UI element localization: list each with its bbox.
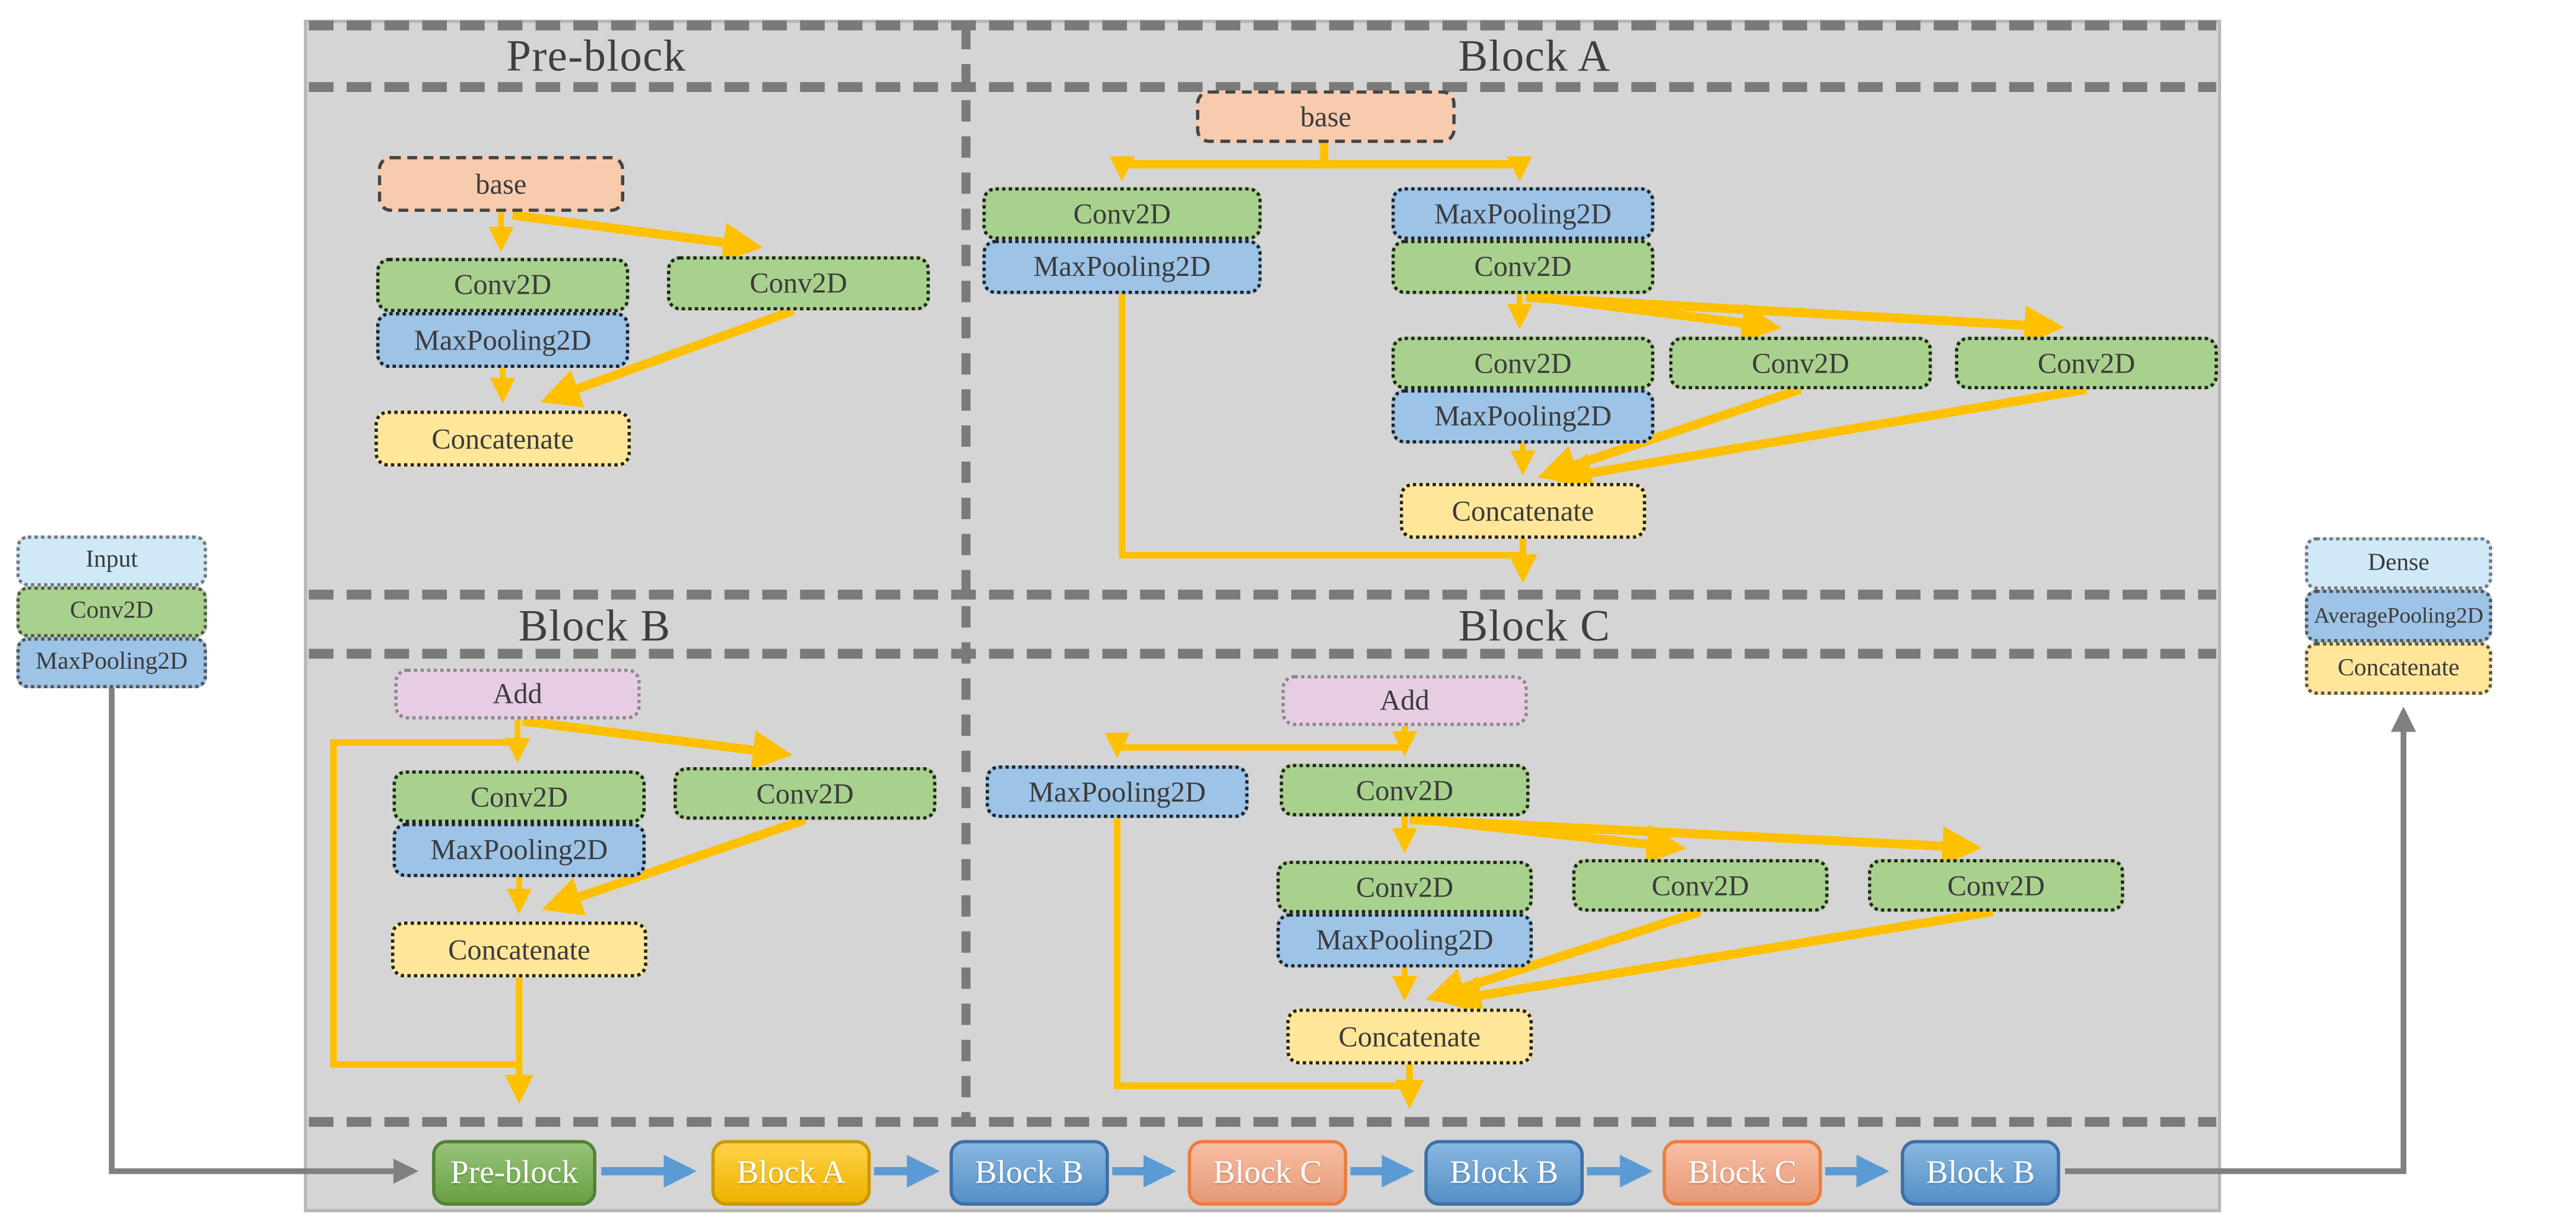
c-concatenate-node: Concatenate <box>1286 1008 1533 1064</box>
a-side-conv2-node: Conv2D <box>1955 336 2218 390</box>
a-mid-conv-node: Conv2D <box>1391 336 1654 390</box>
pipeline-block-b-1: Block B <box>949 1140 1109 1206</box>
legend-dense-box: Dense <box>2305 537 2492 590</box>
pre-conv-node: Conv2D <box>376 258 630 313</box>
legend-conv-box: Conv2D <box>16 586 207 638</box>
pre-maxpooling-node: MaxPooling2D <box>376 312 630 368</box>
b-concatenate-node: Concatenate <box>390 921 647 978</box>
a-branch1-maxpooling-node: MaxPooling2D <box>982 240 1262 294</box>
pipeline-block-c-1: Block C <box>1187 1140 1348 1206</box>
pipeline-block-a-1: Block A <box>711 1140 871 1206</box>
pipeline-block-b-2: Block B <box>1424 1140 1584 1206</box>
a-branch2-maxpooling-node: MaxPooling2D <box>1391 187 1654 240</box>
legend-input-box: Input <box>16 535 207 587</box>
pre-block-title: Pre-block <box>506 31 687 81</box>
pipeline-block-b-3: Block B <box>1901 1140 2060 1206</box>
b-add-node: Add <box>394 668 641 720</box>
a-branch2-conv-node: Conv2D <box>1391 240 1654 294</box>
a-side-conv1-node: Conv2D <box>1669 336 1932 390</box>
pre-conv-right-node: Conv2D <box>667 256 930 311</box>
block-b-title: Block B <box>518 601 671 651</box>
legend-maxpooling-box: MaxPooling2D <box>16 637 207 688</box>
c-add-node: Add <box>1281 675 1528 726</box>
c-conv-top-node: Conv2D <box>1279 764 1530 816</box>
c-mid-conv-node: Conv2D <box>1276 860 1533 914</box>
pre-concatenate-node: Concatenate <box>374 411 631 467</box>
b-conv-right-node: Conv2D <box>674 767 937 820</box>
legend-averagepooling-box: AveragePooling2D <box>2305 589 2492 643</box>
b-maxpooling-node: MaxPooling2D <box>392 823 646 878</box>
legend-concatenate-box: Concatenate <box>2305 642 2492 695</box>
pipeline-block-preblock: Pre-block <box>432 1140 596 1206</box>
c-side-conv2-node: Conv2D <box>1867 859 2124 912</box>
a-base-node: base <box>1196 90 1456 143</box>
a-branch1-conv-node: Conv2D <box>982 187 1262 240</box>
block-c-title: Block C <box>1458 601 1611 651</box>
block-a-title: Block A <box>1458 31 1611 81</box>
pre-base-node: base <box>377 156 625 212</box>
a-concatenate-node: Concatenate <box>1399 482 1647 539</box>
c-mid-maxpooling-node: MaxPooling2D <box>1276 913 1533 968</box>
c-side-conv1-node: Conv2D <box>1572 859 1829 912</box>
pipeline-block-c-2: Block C <box>1662 1140 1822 1206</box>
a-mid-maxpooling-node: MaxPooling2D <box>1391 389 1654 444</box>
b-conv-node: Conv2D <box>392 770 646 824</box>
c-maxpooling-left-node: MaxPooling2D <box>986 765 1249 818</box>
